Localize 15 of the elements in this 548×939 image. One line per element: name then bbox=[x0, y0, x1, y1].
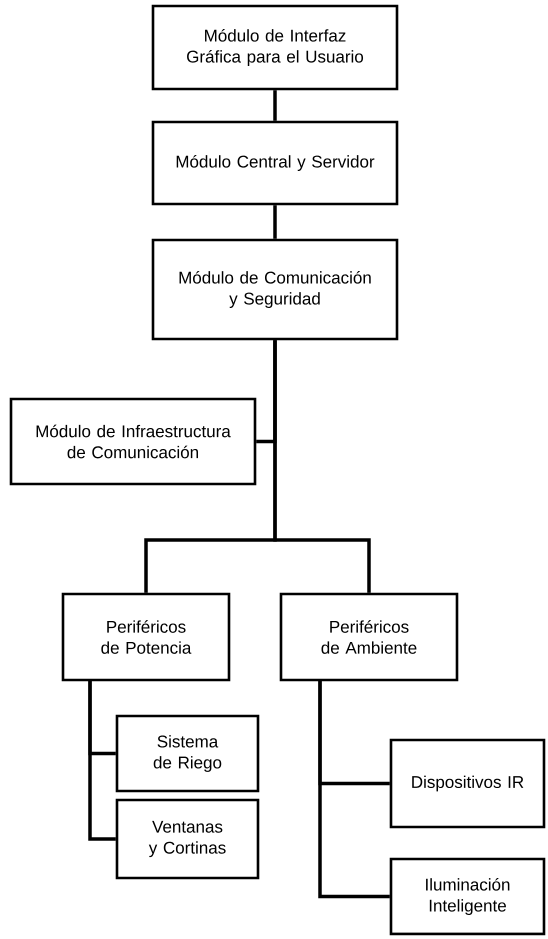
connector-line bbox=[88, 681, 116, 841]
module-box: Módulo de Infraestructura de Comunicación bbox=[10, 398, 256, 486]
module-box: Módulo Central y Servidor bbox=[152, 120, 398, 206]
module-box: Dispositivos IR bbox=[390, 738, 546, 828]
module-box: Iluminación Inteligente bbox=[390, 858, 546, 936]
connector-line bbox=[273, 90, 277, 121]
module-box: Sistema de Riego bbox=[116, 714, 260, 792]
module-box: Módulo de Interfaz Gráfica para el Usuario bbox=[152, 4, 398, 90]
module-box: Periféricos de Ambiente bbox=[280, 592, 458, 682]
connector-line bbox=[273, 205, 277, 239]
connector-line bbox=[273, 340, 371, 593]
module-box: Periféricos de Potencia bbox=[62, 592, 230, 682]
module-box: Ventanas y Cortinas bbox=[116, 798, 260, 880]
connector-line bbox=[318, 681, 390, 898]
module-box: Módulo de Comunicación y Seguridad bbox=[152, 238, 398, 340]
